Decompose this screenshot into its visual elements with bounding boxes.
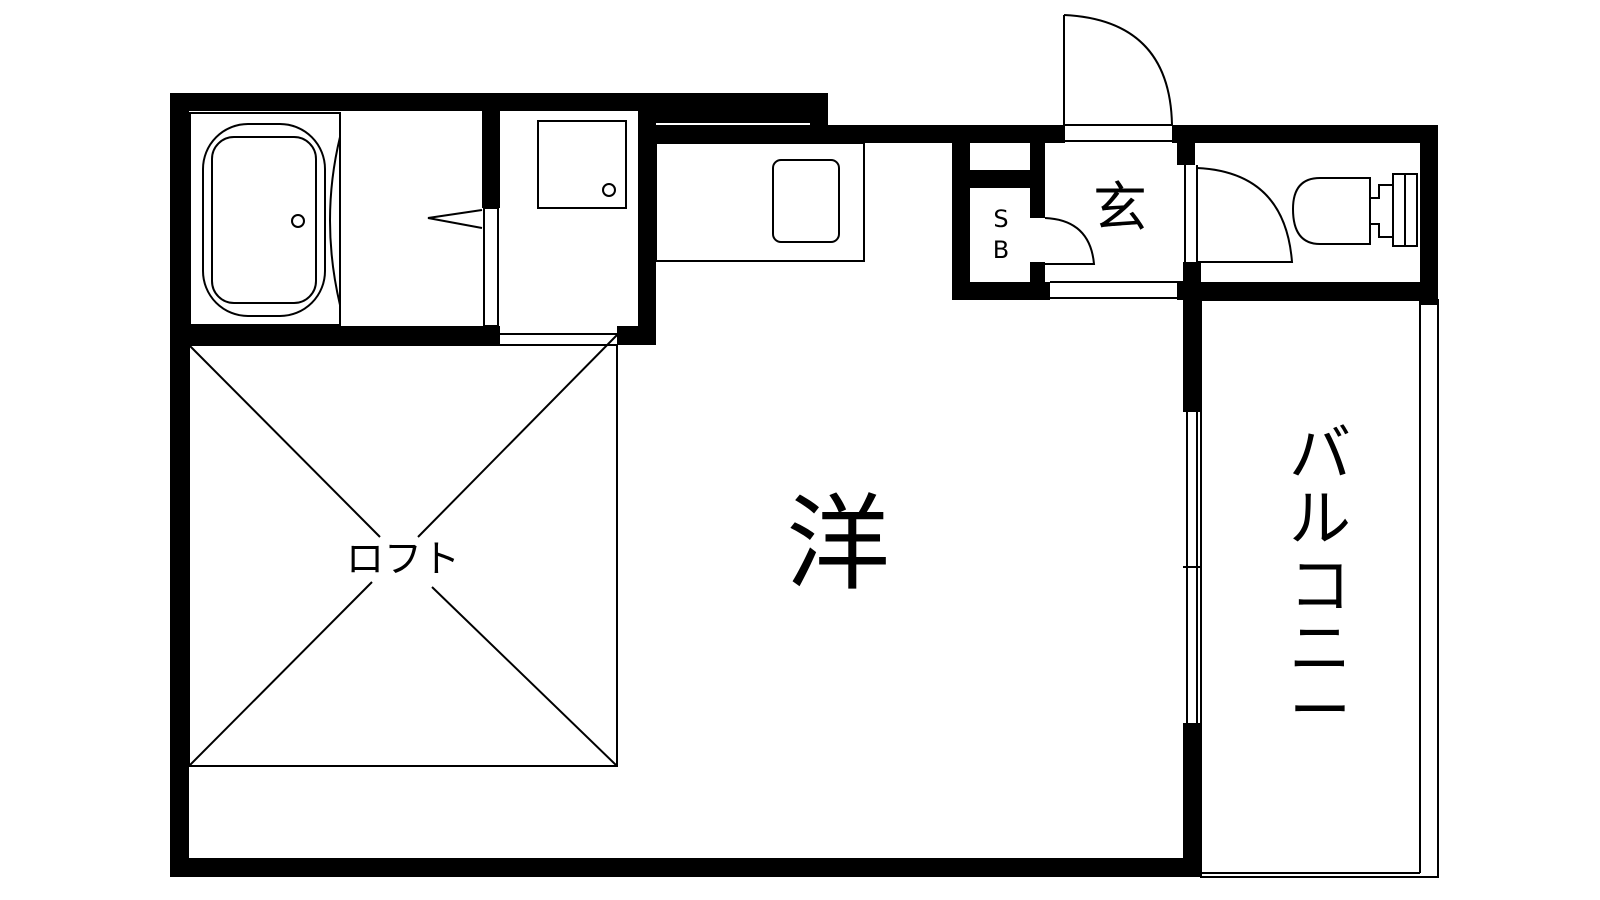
loft-diagonal-1 [188,344,381,538]
wall-sb-right2 [1030,262,1045,300]
wall-left [170,93,189,877]
wall-sb-left [952,125,970,300]
walls [170,93,1438,877]
wall-bath-bottom [170,326,500,345]
kitchen-sink [772,159,840,243]
loft-outline [188,344,618,767]
fixtures [188,14,1439,878]
balcony-label-5: ー [1289,674,1351,747]
entrance-label: 玄 [1093,176,1147,239]
balcony-outline [1200,299,1439,878]
wall-toilet-bottom [1177,282,1438,300]
bathtub-drain-icon [291,214,305,228]
bathtub-inner [211,136,317,304]
balcony-label-4: ニ [1289,612,1351,685]
toilet-bowl [1291,177,1371,245]
kitchen-counter [655,142,865,262]
shoe-box-label-s: S [993,205,1008,233]
balcony-label-1: バ [1289,417,1351,490]
wall-balcony-bottom [1183,723,1201,877]
room-labels: 洋 ロフト 玄 S B バ ル コ ニ ー [346,176,1351,747]
bath-door-handle [427,209,483,229]
wall-wash-corner [617,326,656,345]
washing-machine-outline [537,120,627,209]
loft-label: ロフト [346,537,460,581]
entrance-door-swing [1063,14,1173,126]
wall-entry-right [1177,125,1195,165]
wall-sb-right [1030,143,1045,218]
shoe-box-label-b: B [993,236,1009,264]
bath-door-panel [483,207,499,327]
wall-balcony-top [1183,262,1201,412]
bath-curtain [329,136,341,306]
wall-bottom [170,858,1183,877]
bathtub-outline [189,112,341,326]
balcony-label-3: コ [1289,549,1351,622]
wall-sb-bottom [952,282,1050,300]
bathtub-outer [202,123,326,317]
wall-strip [656,93,822,123]
washing-machine-drain-icon [602,183,616,197]
toilet-door-swing [1196,167,1294,263]
wall-bath-wash [482,93,500,208]
wall-right [1420,125,1438,305]
wall-sb-mid [970,170,1035,188]
wall-wash-right [638,93,656,345]
balcony-label-2: ル [1289,482,1351,555]
wall-top-right [1172,125,1438,143]
wall-top-mid [652,125,1064,143]
western-room-label: 洋 [786,483,890,605]
loft-diagonal-2 [417,334,618,538]
sb-door-swing [1044,217,1096,265]
